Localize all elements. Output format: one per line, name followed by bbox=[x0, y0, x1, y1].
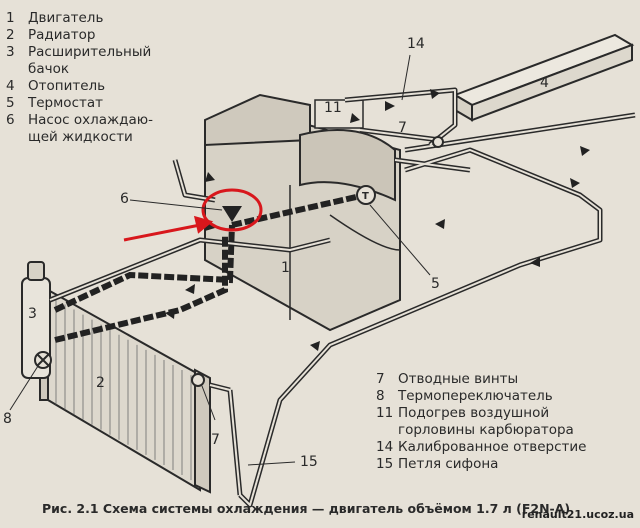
carb-heater-box bbox=[314, 99, 364, 129]
legend-right-item: 7 Отводные винты bbox=[376, 371, 586, 388]
callout-orifice: 14 bbox=[407, 36, 425, 52]
water-pump bbox=[222, 206, 242, 222]
legend-left-item-text: Насос охлаждаю- щей жидкости bbox=[28, 112, 153, 145]
legend-left-item-text: Расширительный бачок bbox=[28, 44, 152, 77]
legend-right-item-number: 15 bbox=[376, 456, 394, 472]
legend-left-item-number: 2 bbox=[6, 27, 15, 43]
legend-left-item-number: 5 bbox=[6, 95, 15, 111]
thermostat bbox=[356, 185, 376, 205]
leader-lines bbox=[9, 54, 431, 466]
legend-right-item-text: Подогрев воздушной горловины карбюратора bbox=[398, 405, 574, 438]
radiator-hoses bbox=[53, 192, 366, 343]
legend-left-item: 5 Термостат bbox=[6, 95, 153, 112]
callout-screw-top: 7 bbox=[398, 120, 407, 136]
legend-right-item-text: Отводные винты bbox=[398, 371, 519, 387]
legend-left-item: 2 Радиатор bbox=[6, 27, 153, 44]
legend-right-item: 8 Термопереключатель bbox=[376, 388, 586, 405]
legend-right-item-text: Петля сифона bbox=[398, 456, 499, 472]
legend-left-item-text: Двигатель bbox=[28, 10, 104, 26]
heater-unit bbox=[452, 33, 635, 122]
legend-left-item-text: Термостат bbox=[28, 95, 103, 111]
legend-left-item: 3 Расширительный бачок bbox=[6, 44, 153, 78]
pump-highlight bbox=[123, 188, 263, 242]
drain-screw-heater bbox=[432, 136, 444, 148]
legend-left-item-number: 6 bbox=[6, 112, 15, 128]
legend-left-item-text: Отопитель bbox=[28, 78, 106, 94]
callout-screw-radiator: 7 bbox=[211, 432, 220, 448]
legend-right-item-number: 14 bbox=[376, 439, 394, 455]
callout-tank: 3 bbox=[28, 306, 37, 322]
legend-left-item-text: Радиатор bbox=[28, 27, 96, 43]
legend-right-item-number: 8 bbox=[376, 388, 385, 404]
legend-left-item-number: 1 bbox=[6, 10, 15, 26]
legend-left-item: 6 Насос охлаждаю- щей жидкости bbox=[6, 112, 153, 146]
callout-engine: 1 bbox=[281, 260, 290, 276]
legend-left-item: 1 Двигатель bbox=[6, 10, 153, 27]
thermostat-symbol: T bbox=[362, 191, 369, 202]
figure-caption: Рис. 2.1 Схема системы охлаждения — двиг… bbox=[42, 501, 571, 516]
legend-left-item-number: 4 bbox=[6, 78, 15, 94]
callout-carb-heater: 11 bbox=[324, 100, 342, 116]
drain-screw-radiator bbox=[191, 373, 205, 387]
legend-left-item: 4 Отопитель bbox=[6, 78, 153, 95]
callout-thermostat: 5 bbox=[431, 276, 440, 292]
legend-left-item-number: 3 bbox=[6, 44, 15, 60]
callout-radiator: 2 bbox=[96, 375, 105, 391]
thermo-switch bbox=[34, 351, 52, 369]
callout-siphon: 15 bbox=[300, 454, 318, 470]
watermark: renault21.ucoz.ua bbox=[521, 508, 634, 521]
legend-right-item-text: Термопереключатель bbox=[398, 388, 553, 404]
legend-right-item-number: 11 bbox=[376, 405, 394, 421]
engine-block bbox=[204, 93, 401, 332]
legend-right-item-number: 7 bbox=[376, 371, 385, 387]
callout-thermo-switch: 8 bbox=[3, 411, 12, 427]
legend-left: 1 Двигатель 2 Радиатор 3 Расширительный бачок… bbox=[6, 10, 153, 146]
callout-pump: 6 bbox=[120, 191, 129, 207]
callout-heater: 4 bbox=[540, 75, 549, 91]
legend-right-item-text: Калиброванное отверстие bbox=[398, 439, 587, 455]
